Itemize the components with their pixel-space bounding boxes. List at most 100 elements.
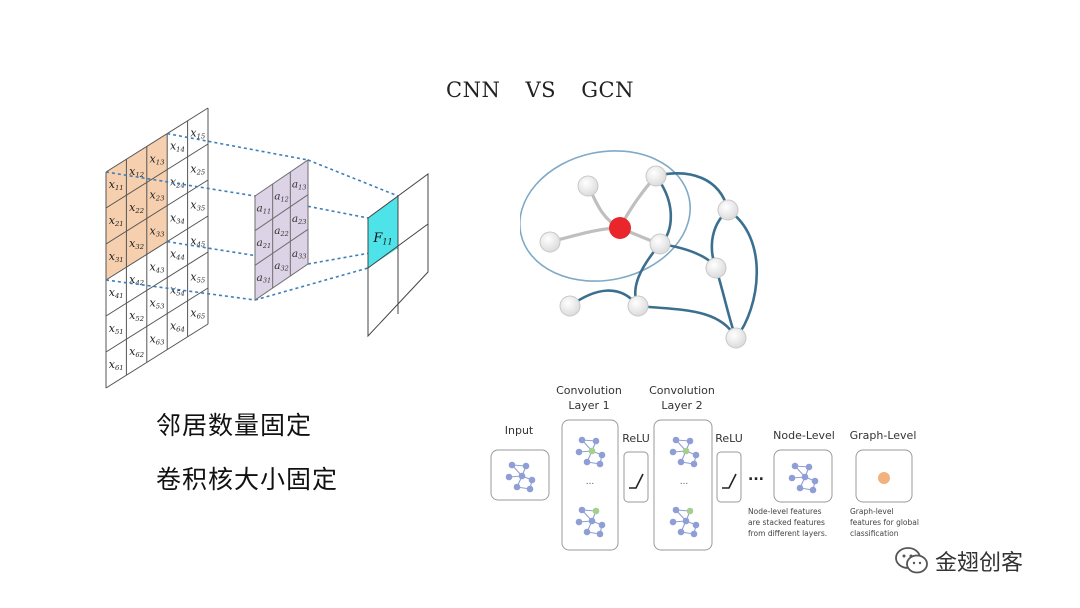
outer-edges (568, 172, 758, 340)
svg-text:a22: a22 (274, 225, 289, 238)
node-level-graph (788, 462, 819, 494)
svg-text:a11: a11 (257, 202, 272, 215)
mini-node (518, 472, 526, 480)
mini-node (596, 530, 604, 538)
conv2-graph-bottom (669, 506, 700, 538)
output-grid: F11 (367, 173, 429, 338)
svg-text:x52: x52 (129, 309, 144, 323)
inner-edges (548, 174, 662, 246)
graph-level-desc-1: Graph-level (850, 507, 894, 516)
layer-ellipsis: ... (748, 468, 764, 484)
graph-level-desc-2: features for global (850, 518, 919, 527)
mini-node (672, 436, 680, 444)
conv2-graph-top (669, 436, 700, 468)
conv1-graph-top (575, 436, 606, 468)
svg-text:x22: x22 (129, 201, 144, 215)
mini-node (598, 521, 606, 529)
conv1-label-2: Layer 1 (568, 399, 609, 412)
label-fixed-neighbors: 邻居数量固定 (156, 411, 313, 440)
mini-node (508, 461, 516, 469)
mini-node (522, 462, 530, 470)
mini-node (690, 460, 698, 468)
relu2-label: ReLU (715, 432, 743, 445)
conv2-dots: ... (680, 477, 689, 487)
mini-node (672, 506, 680, 514)
svg-text:x31: x31 (109, 250, 124, 264)
graph-node (645, 165, 667, 187)
node-level-desc-3: from different layers. (748, 529, 827, 538)
graph-level-node (878, 472, 890, 484)
svg-text:a23: a23 (292, 213, 307, 226)
svg-text:x42: x42 (129, 273, 144, 287)
graph-node (705, 257, 727, 279)
mini-node (677, 458, 685, 466)
mini-node (791, 462, 799, 470)
mini-node (528, 476, 536, 484)
svg-text:x53: x53 (150, 296, 165, 310)
mini-node (592, 507, 600, 515)
input-label: Input (505, 424, 534, 437)
mini-node (583, 528, 591, 536)
relu2-box (716, 451, 742, 503)
graph-node (559, 295, 581, 317)
mini-node (575, 448, 583, 456)
svg-text:x15: x15 (190, 127, 205, 141)
mini-node (588, 447, 596, 455)
node-level-desc-1: Node-level features (748, 507, 822, 516)
svg-text:x12: x12 (129, 165, 144, 179)
edge (714, 266, 738, 340)
svg-text:a31: a31 (257, 272, 272, 285)
mini-node (592, 437, 600, 445)
relu1-icon (629, 473, 644, 489)
mini-node (598, 451, 606, 459)
mini-node (796, 484, 804, 492)
mini-node (692, 521, 700, 529)
mini-node (682, 447, 690, 455)
mini-node (505, 473, 513, 481)
mini-node (677, 528, 685, 536)
gcn-graph-diagram (520, 150, 758, 349)
svg-text:x55: x55 (190, 271, 205, 285)
mini-node (669, 448, 677, 456)
edge (726, 208, 758, 340)
svg-text:x54: x54 (170, 284, 185, 298)
mini-node (686, 437, 694, 445)
mini-node (578, 506, 586, 514)
conv1-graph-bottom (575, 506, 606, 538)
watermark-text: 金翅创客 (935, 551, 1024, 576)
mini-node (788, 474, 796, 482)
label-fixed-kernel: 卷积核大小固定 (156, 465, 339, 494)
svg-text:a33: a33 (292, 248, 307, 261)
gcn-pipeline-diagram: Input Convolution Layer 1 ... ReLU Convo… (490, 384, 919, 551)
input-graph (505, 461, 536, 493)
svg-text:x62: x62 (129, 345, 144, 359)
svg-text:x64: x64 (170, 320, 185, 334)
svg-text:x51: x51 (109, 322, 124, 336)
watermark: 金翅创客 (895, 544, 1023, 578)
svg-text:x43: x43 (150, 260, 165, 274)
svg-text:x44: x44 (170, 248, 185, 262)
mini-node (578, 436, 586, 444)
mini-node (690, 530, 698, 538)
svg-text:x34: x34 (170, 212, 185, 226)
svg-text:x65: x65 (190, 307, 205, 321)
receptive-field-highlight (106, 133, 168, 280)
svg-text:x23: x23 (150, 188, 165, 202)
conv2-label-1: Convolution (649, 384, 715, 397)
graph-nodes (539, 165, 747, 349)
relu1-label: ReLU (622, 432, 650, 445)
center-node (609, 217, 631, 239)
svg-text:x14: x14 (170, 140, 185, 154)
node-level-label: Node-Level (773, 429, 835, 442)
mini-node (575, 518, 583, 526)
svg-text:x13: x13 (150, 152, 165, 166)
graph-node (577, 175, 599, 197)
wechat-icon (895, 547, 928, 574)
svg-text:x41: x41 (109, 286, 124, 300)
mini-node (583, 458, 591, 466)
svg-text:x32: x32 (129, 237, 144, 251)
relu1-box (623, 451, 649, 503)
svg-text:a13: a13 (292, 178, 307, 191)
mini-node (588, 517, 596, 525)
graph-node (627, 295, 649, 317)
